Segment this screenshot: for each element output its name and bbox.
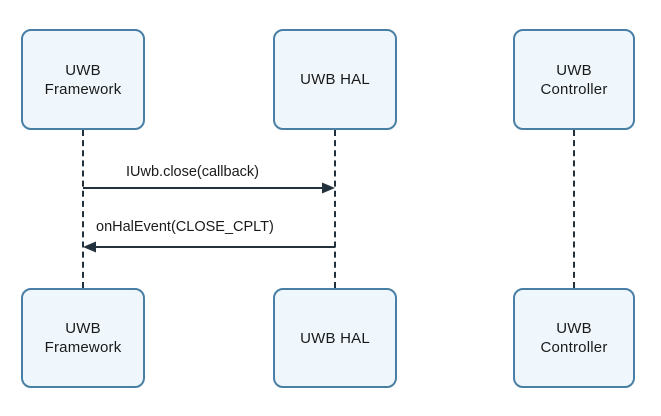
- message-arrowhead-msg-onhalevent-close-cplt: [83, 241, 96, 253]
- participant-label-uwb-controller-top: UWB Controller: [540, 61, 608, 98]
- participant-box-uwb-framework-top[interactable]: UWB Framework: [21, 29, 145, 130]
- participant-box-uwb-controller-bottom[interactable]: UWB Controller: [513, 288, 635, 388]
- lifeline-uwb-hal: [334, 130, 336, 288]
- participant-label-uwb-controller-bottom: UWB Controller: [540, 320, 608, 356]
- participant-label-uwb-framework-bottom: UWB Framework: [44, 320, 122, 356]
- participant-box-uwb-hal-top[interactable]: UWB HAL: [273, 29, 397, 130]
- participant-label-uwb-framework-top: UWB Framework: [44, 61, 122, 98]
- participant-box-uwb-controller-top[interactable]: UWB Controller: [513, 29, 635, 130]
- participant-box-uwb-hal-bottom[interactable]: UWB HAL: [273, 288, 397, 388]
- lifeline-uwb-controller: [573, 130, 575, 288]
- participant-label-uwb-hal-bottom: UWB HAL: [300, 329, 370, 347]
- lifeline-uwb-framework: [82, 130, 84, 288]
- participant-label-uwb-hal-top: UWB HAL: [300, 71, 370, 88]
- participant-box-uwb-framework-bottom[interactable]: UWB Framework: [21, 288, 145, 388]
- message-label-onhalevent-close-cplt: onHalEvent(CLOSE_CPLT): [96, 219, 274, 235]
- message-label-iuwb-close: IUwb.close(callback): [126, 164, 259, 180]
